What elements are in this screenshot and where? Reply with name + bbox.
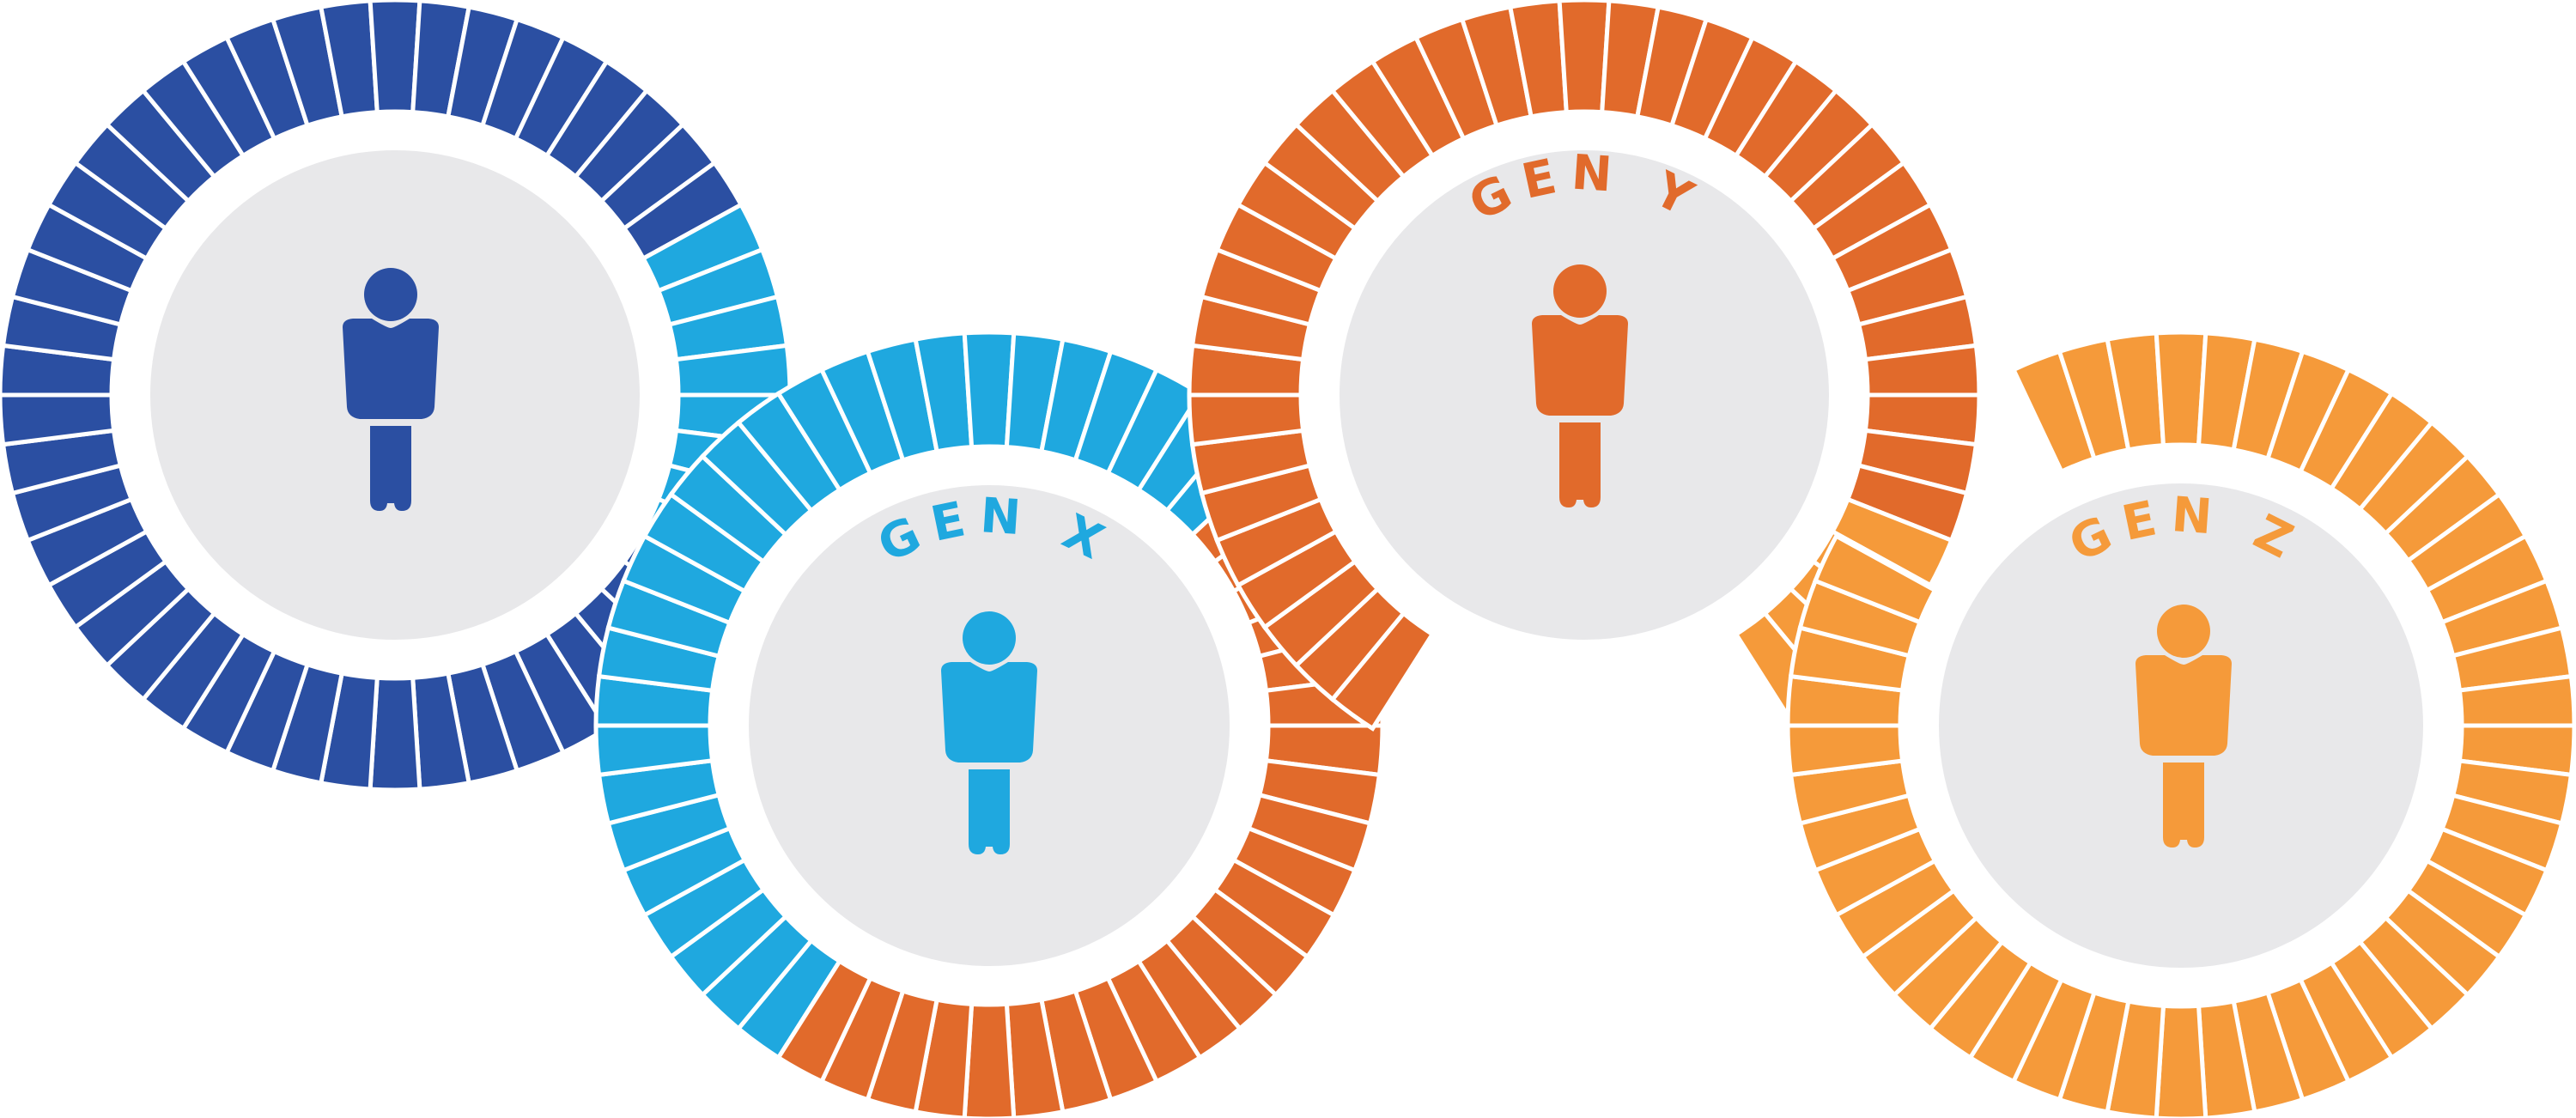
ring-gen-z-segment: [1812, 532, 1938, 625]
ring-boomers: [0, 0, 793, 793]
ring-gen-y: [1187, 0, 1982, 732]
person-icon: [941, 611, 1037, 854]
person-icon: [1532, 264, 1628, 507]
person-icon: [2136, 605, 2232, 848]
ring-gen-z: [1785, 330, 2576, 1118]
ring-gen-x-orange-segment: [775, 957, 873, 1085]
person-icon: [343, 268, 439, 511]
ring-gen-x-orange-right-segment: [1163, 913, 1279, 1032]
